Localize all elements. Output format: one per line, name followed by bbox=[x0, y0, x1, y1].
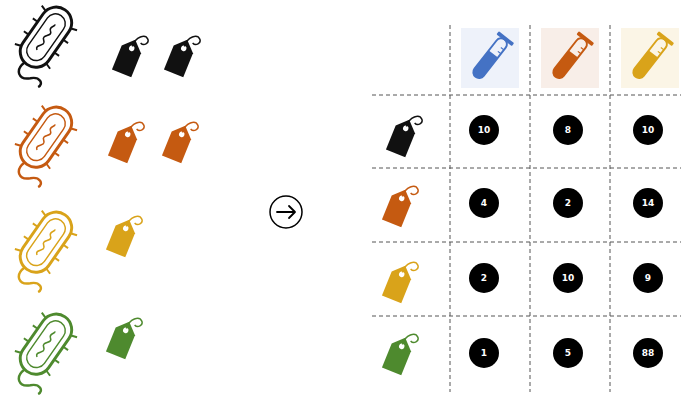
count-circle: 2 bbox=[553, 188, 583, 218]
count-number: 10 bbox=[642, 126, 655, 135]
count-circle: 9 bbox=[633, 263, 663, 293]
bacterium-icon bbox=[9, 98, 82, 187]
header-ground bbox=[541, 28, 599, 88]
count-number: 10 bbox=[478, 126, 491, 135]
count-number: 1 bbox=[481, 349, 487, 358]
tag-icon bbox=[112, 30, 149, 78]
count-number: 14 bbox=[642, 199, 655, 208]
count-number: 4 bbox=[481, 199, 487, 208]
tag-icon bbox=[108, 116, 145, 164]
count-circle: 8 bbox=[553, 115, 583, 145]
tag-icon bbox=[386, 110, 423, 158]
count-number: 2 bbox=[565, 199, 571, 208]
count-number: 10 bbox=[562, 274, 575, 283]
bacterium-icon bbox=[9, 203, 82, 292]
header-ground bbox=[621, 28, 679, 88]
arrow-symbol bbox=[270, 196, 302, 228]
count-number: 8 bbox=[565, 126, 571, 135]
test-tube-icon bbox=[468, 31, 514, 83]
tag-icon bbox=[164, 30, 201, 78]
count-number: 88 bbox=[642, 349, 655, 358]
header-ground bbox=[461, 28, 519, 88]
tag-icon bbox=[382, 328, 419, 376]
count-circle: 10 bbox=[633, 115, 663, 145]
test-tube-icon bbox=[548, 31, 594, 83]
count-number: 5 bbox=[565, 349, 571, 358]
count-circle: 1 bbox=[469, 338, 499, 368]
table-grid bbox=[372, 25, 681, 392]
count-number: 9 bbox=[645, 274, 651, 283]
tag-icon bbox=[106, 312, 143, 360]
count-circle: 88 bbox=[633, 338, 663, 368]
count-circle: 5 bbox=[553, 338, 583, 368]
bacterium-icon bbox=[9, 305, 82, 394]
count-circle: 4 bbox=[469, 188, 499, 218]
test-tube-icon bbox=[628, 31, 674, 83]
count-circle: 10 bbox=[469, 115, 499, 145]
count-circle: 2 bbox=[469, 263, 499, 293]
count-number: 2 bbox=[481, 274, 487, 283]
tag-icon bbox=[106, 210, 143, 258]
bacterium-icon bbox=[9, 0, 82, 87]
count-circle: 14 bbox=[633, 188, 663, 218]
count-circle: 10 bbox=[553, 263, 583, 293]
tag-icon bbox=[382, 180, 419, 228]
tag-icon bbox=[382, 256, 419, 304]
tag-icon bbox=[162, 116, 199, 164]
